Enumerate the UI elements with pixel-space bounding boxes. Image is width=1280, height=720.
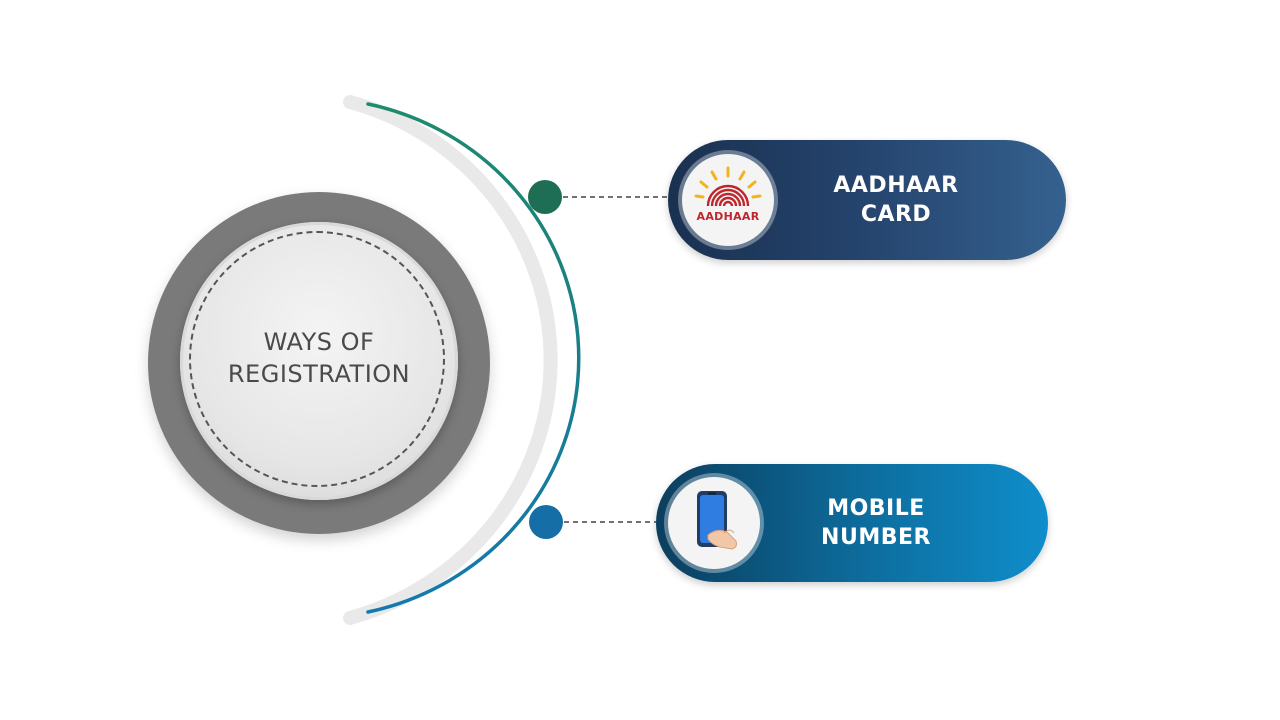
- hub-title-line2: REGISTRATION: [227, 360, 411, 388]
- node-dot-aadhaar: [528, 180, 562, 214]
- option-mobile-number: MOBILE NUMBER: [656, 464, 1048, 582]
- option-aadhaar-card: AADHAAR AADHAAR CARD: [668, 140, 1066, 260]
- mobile-label-line1: MOBILE: [827, 496, 925, 521]
- hub-dashed-ring: [189, 231, 445, 487]
- arc-line: [366, 102, 581, 614]
- aadhaar-logo-text: AADHAAR: [696, 210, 760, 223]
- hand-holding-phone-icon: [668, 477, 760, 569]
- arc-shadow: [343, 95, 558, 625]
- aadhaar-logo-graphic: [694, 166, 762, 207]
- node-dot-mobile: [529, 505, 563, 539]
- aadhaar-label-line1: AADHAAR: [833, 173, 959, 198]
- aadhaar-card-label: AADHAAR CARD: [798, 171, 994, 229]
- hub-title: WAYS OF REGISTRATION: [190, 326, 448, 390]
- phone-graphic: [697, 491, 737, 550]
- mobile-number-label: MOBILE NUMBER: [778, 494, 974, 552]
- hub-title-line1: WAYS OF: [263, 328, 375, 356]
- aadhaar-label-line2: CARD: [860, 202, 932, 227]
- mobile-label-line2: NUMBER: [821, 525, 931, 550]
- aadhaar-logo-icon: AADHAAR: [682, 154, 774, 246]
